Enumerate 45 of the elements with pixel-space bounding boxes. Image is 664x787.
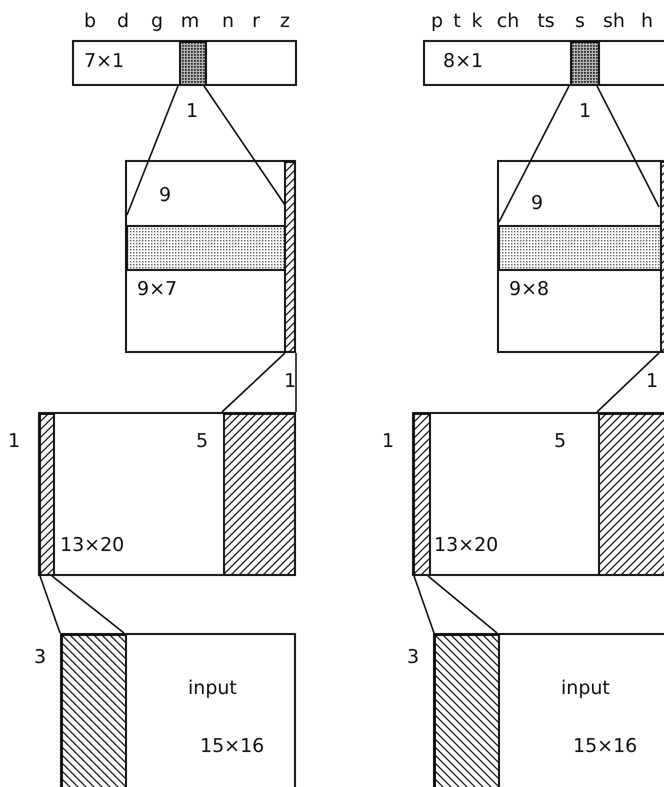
class-label: z <box>280 10 290 32</box>
class-label: k <box>472 10 482 32</box>
class-label: m <box>180 10 200 32</box>
layer-size-label: 15×16 <box>573 735 638 757</box>
layer-box <box>72 40 297 86</box>
layer-size-label: 13×20 <box>60 534 124 556</box>
unit-count-label: 1 <box>578 100 592 122</box>
unit-count-label: 1 <box>646 370 658 392</box>
unit-count-label: 5 <box>554 430 566 452</box>
layer-size-label: 7×1 <box>84 50 124 72</box>
unit-count-label: input <box>188 677 237 699</box>
unit-count-label: 9 <box>531 192 544 214</box>
layer-box <box>60 633 296 787</box>
class-label: ts <box>537 10 555 32</box>
layer-size-label: 15×16 <box>200 735 264 757</box>
class-label: h <box>640 10 654 32</box>
unit-count-label: 1 <box>284 370 296 392</box>
unit-count-label: 3 <box>34 646 46 668</box>
class-label: r <box>252 10 260 32</box>
unit-count-label: 3 <box>406 646 420 668</box>
class-label: b <box>84 10 96 32</box>
unit-count-label: 1 <box>382 430 394 452</box>
class-label: sh <box>603 10 625 32</box>
class-label: g <box>150 10 164 32</box>
class-label: ch <box>496 10 520 32</box>
unit-count-label: 1 <box>186 100 198 122</box>
class-label: n <box>222 10 234 32</box>
layer-size-label: 8×1 <box>443 50 484 72</box>
class-label: t <box>453 10 461 32</box>
connection-line <box>413 575 498 634</box>
unit-count-label: 9 <box>159 184 172 206</box>
unit-count-label: 5 <box>196 430 208 452</box>
layer-size-label: 13×20 <box>434 534 498 556</box>
layer-size-label: 9×8 <box>509 278 550 300</box>
class-label: p <box>430 10 444 32</box>
layer-size-label: 9×7 <box>137 278 178 300</box>
unit-count-label: 1 <box>8 430 20 452</box>
class-label: d <box>116 10 130 32</box>
connection-line <box>498 85 660 223</box>
layer-box <box>423 40 664 86</box>
connection-line <box>221 352 297 413</box>
class-label: s <box>575 10 585 32</box>
connection-line <box>39 575 125 634</box>
unit-count-label: input <box>561 677 610 699</box>
connection-line <box>126 85 286 216</box>
